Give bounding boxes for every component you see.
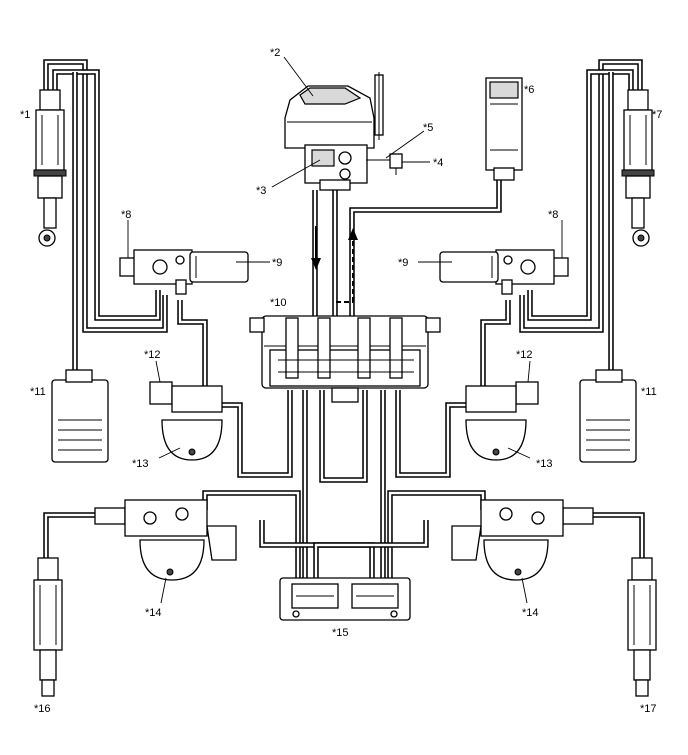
label-11-right: *11 [641, 386, 657, 398]
solenoid-valve-right [495, 249, 569, 295]
label-9-right: *9 [398, 257, 408, 269]
label-5: *5 [423, 122, 433, 134]
shock-absorber-front-left [33, 89, 67, 247]
height-control-unit-left [51, 369, 109, 463]
valve-left-12 [149, 381, 223, 413]
label-6: *6 [524, 84, 534, 96]
manifold-block [249, 315, 441, 403]
label-7: *7 [652, 109, 662, 121]
height-control-unit-right [579, 369, 637, 463]
label-11-left: *11 [30, 386, 46, 398]
control-unit [485, 77, 523, 181]
callout-labels: *1 *2 *3 *4 *5 *6 *7 *8 *8 *9 *9 *10 *11… [20, 47, 662, 715]
label-8-left: *8 [121, 209, 131, 221]
shock-absorber-rear-left [33, 557, 63, 697]
label-14-left: *14 [145, 607, 162, 619]
label-17: *17 [640, 703, 657, 715]
valve-right-12 [465, 381, 539, 413]
distribution-block [279, 577, 411, 621]
accumulator-rear-left [139, 539, 205, 581]
accumulator-right [465, 419, 527, 461]
label-13-left: *13 [132, 458, 149, 470]
label-2: *2 [270, 47, 280, 59]
label-15: *15 [332, 627, 349, 639]
label-12-right: *12 [516, 349, 533, 361]
label-16: *16 [34, 703, 51, 715]
label-4: *4 [433, 157, 443, 169]
label-1: *1 [20, 109, 30, 121]
shock-absorber-rear-right [627, 557, 657, 697]
accumulator-left [161, 419, 223, 461]
pressure-sensor [389, 153, 403, 175]
label-12-left: *12 [144, 349, 161, 361]
label-9-left: *9 [272, 257, 282, 269]
label-8-right: *8 [548, 209, 558, 221]
rear-valve-right [451, 499, 594, 561]
flow-arrows [311, 226, 358, 303]
motor-unit-right [439, 251, 499, 283]
label-14-right: *14 [522, 607, 539, 619]
reservoir-tank [284, 72, 384, 149]
label-10: *10 [270, 297, 287, 309]
shock-absorber-front-right [621, 89, 655, 247]
accumulator-rear-right [483, 539, 549, 581]
leader-lines [127, 56, 563, 604]
motor-unit-left [189, 251, 249, 283]
label-13-right: *13 [536, 458, 553, 470]
rear-valve-left [94, 499, 237, 561]
label-3: *3 [256, 185, 266, 197]
solenoid-valve-left [119, 249, 193, 295]
pump-motor [304, 144, 392, 191]
